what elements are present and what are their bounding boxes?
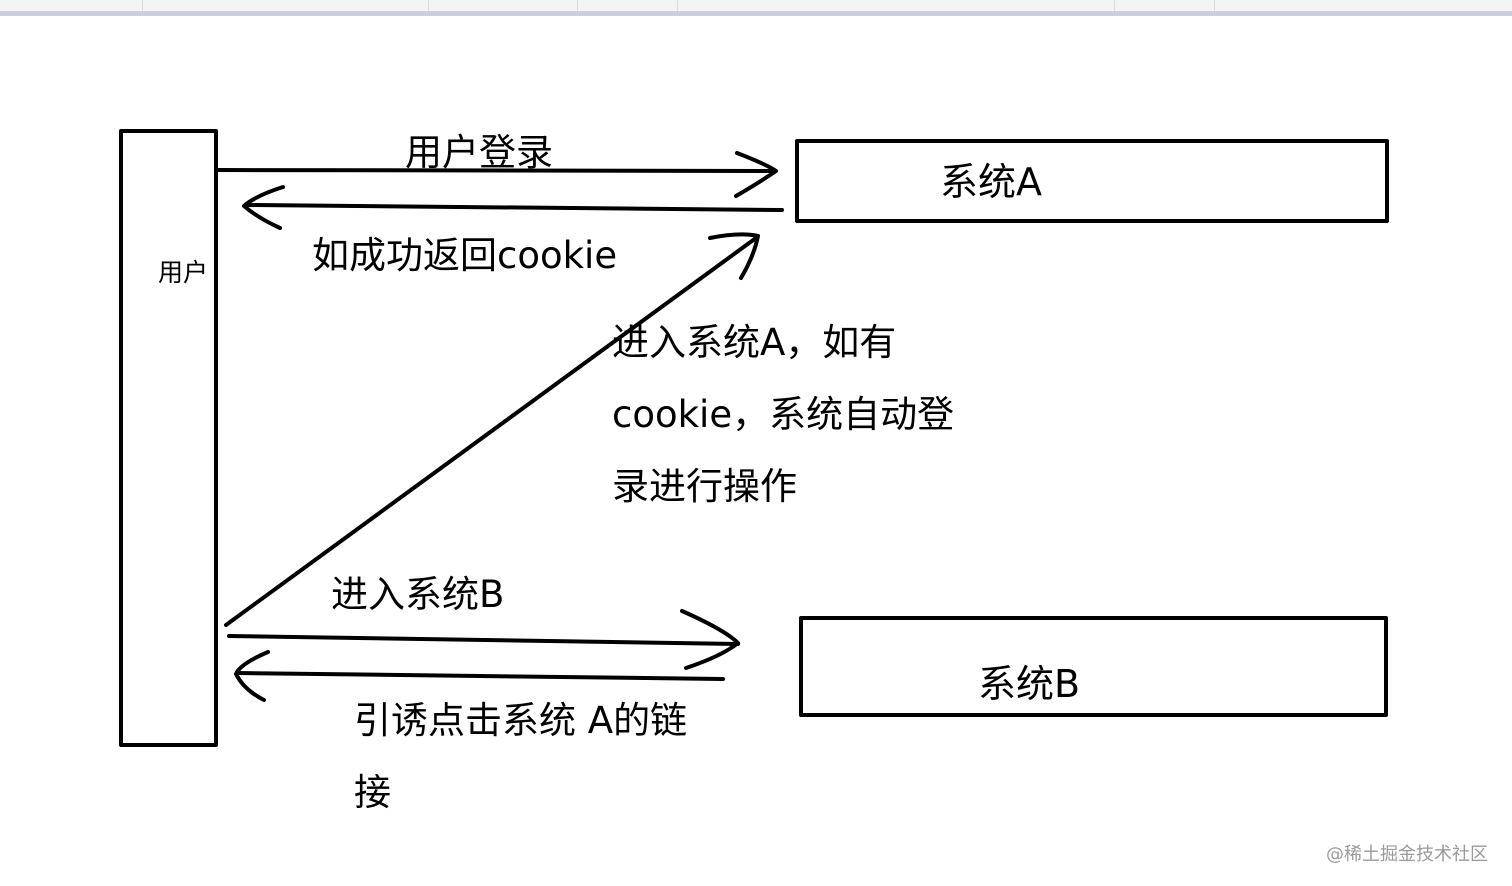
toolbar-separator	[577, 0, 578, 11]
arrow-enter-system-b-head	[680, 609, 740, 670]
arrow-return-cookie-head	[242, 185, 285, 230]
watermark: @稀土掘金技术社区	[1326, 844, 1488, 865]
arrow-lure-link-shaft	[235, 671, 725, 681]
label-auto-login: 进入系统A，如有 cookie，系统自动登 录进行操作	[612, 321, 955, 508]
label-lure-link: 引诱点击系统 A的链 接	[354, 699, 688, 814]
arrow-enter-system-a-shaft	[224, 236, 758, 627]
system-b-box	[799, 616, 1388, 717]
user-actor-label: 用户	[158, 258, 209, 287]
arrow-enter-system-a-head	[708, 232, 760, 280]
top-toolbar-strip	[0, 0, 1512, 16]
arrow-lure-link-head	[234, 650, 270, 702]
system-a-label: 系统A	[940, 160, 1042, 204]
arrow-login-head	[734, 151, 778, 198]
arrow-login-shaft	[215, 168, 777, 173]
arrow-return-cookie	[242, 185, 784, 230]
label-user-login: 用户登录	[405, 131, 553, 174]
arrow-return-cookie-shaft	[246, 203, 784, 212]
label-return-cookie: 如成功返回cookie	[312, 234, 618, 277]
toolbar-separator	[142, 0, 143, 11]
arrow-login	[215, 151, 778, 198]
label-enter-system-b: 进入系统B	[331, 573, 505, 616]
user-actor-box	[119, 129, 218, 747]
toolbar-separator	[1114, 0, 1115, 11]
arrow-lure-link	[234, 650, 725, 702]
system-b-label: 系统B	[978, 662, 1081, 706]
arrow-enter-system-b-shaft	[227, 634, 740, 646]
toolbar-separator	[428, 0, 429, 11]
toolbar-separator	[677, 0, 678, 11]
arrow-enter-system-a	[224, 232, 760, 627]
system-a-box	[795, 139, 1389, 223]
toolbar-separator	[1214, 0, 1215, 11]
arrow-enter-system-b	[227, 609, 740, 670]
